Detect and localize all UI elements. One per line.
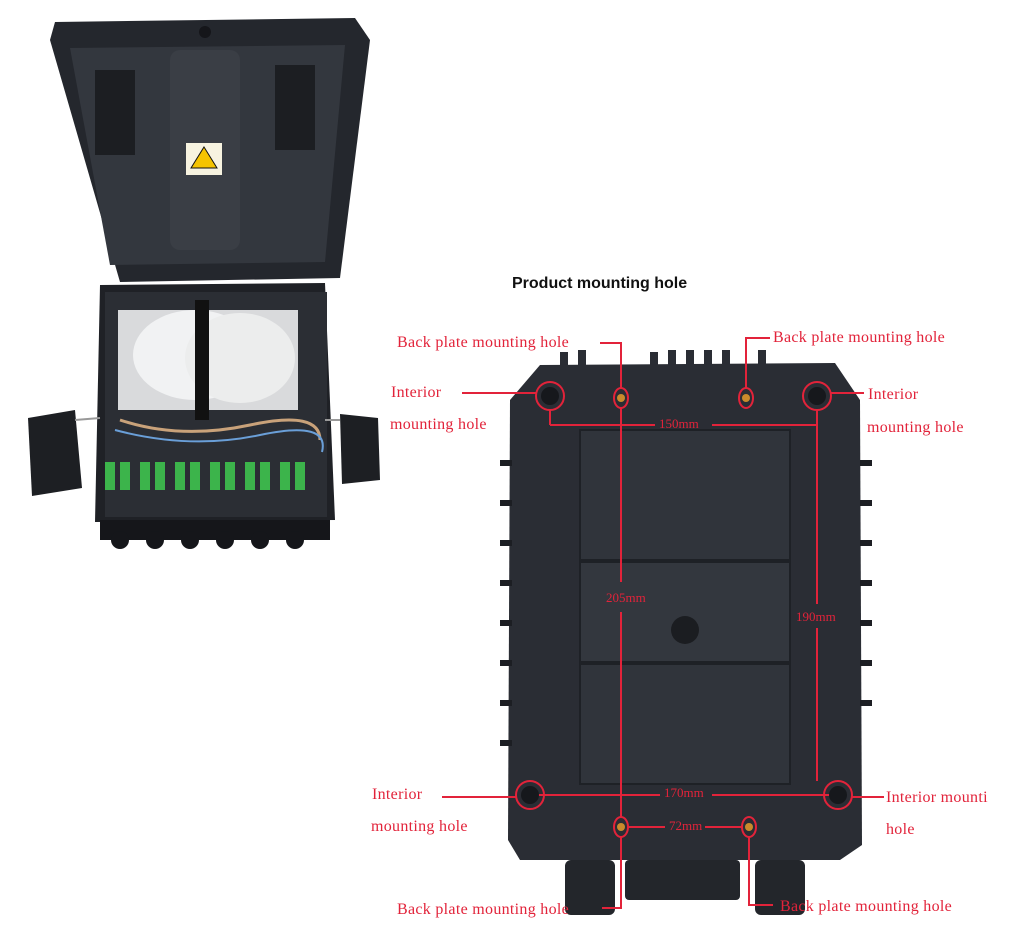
- sc-adapter-row: [105, 462, 305, 490]
- label-back-plate-bottom-right: Back plate mounting hole: [780, 898, 953, 915]
- laser-warning-sticker: [186, 143, 222, 175]
- label-interior-tl-line1: Interior: [391, 384, 442, 401]
- right-latch: [340, 414, 380, 484]
- label-interior-br-line1: Interior mounti: [886, 789, 988, 806]
- label-interior-bl-line1: Interior: [372, 786, 423, 803]
- dim-205mm: 205mm: [606, 590, 646, 605]
- dim-190mm: 190mm: [796, 609, 836, 624]
- label-interior-tr-line2: mounting hole: [867, 419, 964, 436]
- label-back-plate-bottom-left: Back plate mounting hole: [397, 901, 570, 918]
- label-interior-br-line2: hole: [886, 821, 915, 838]
- section-title: Product mounting hole: [512, 275, 688, 292]
- dim-170mm: 170mm: [664, 785, 704, 800]
- left-latch: [28, 410, 82, 496]
- label-back-plate-top-right: Back plate mounting hole: [773, 329, 946, 346]
- label-interior-bl-line2: mounting hole: [371, 818, 468, 835]
- label-interior-tr-line1: Interior: [868, 386, 919, 403]
- dim-72mm: 72mm: [669, 818, 703, 833]
- label-interior-tl-line2: mounting hole: [390, 416, 487, 433]
- label-back-plate-top-left: Back plate mounting hole: [397, 334, 570, 351]
- dim-150mm: 150mm: [659, 416, 699, 431]
